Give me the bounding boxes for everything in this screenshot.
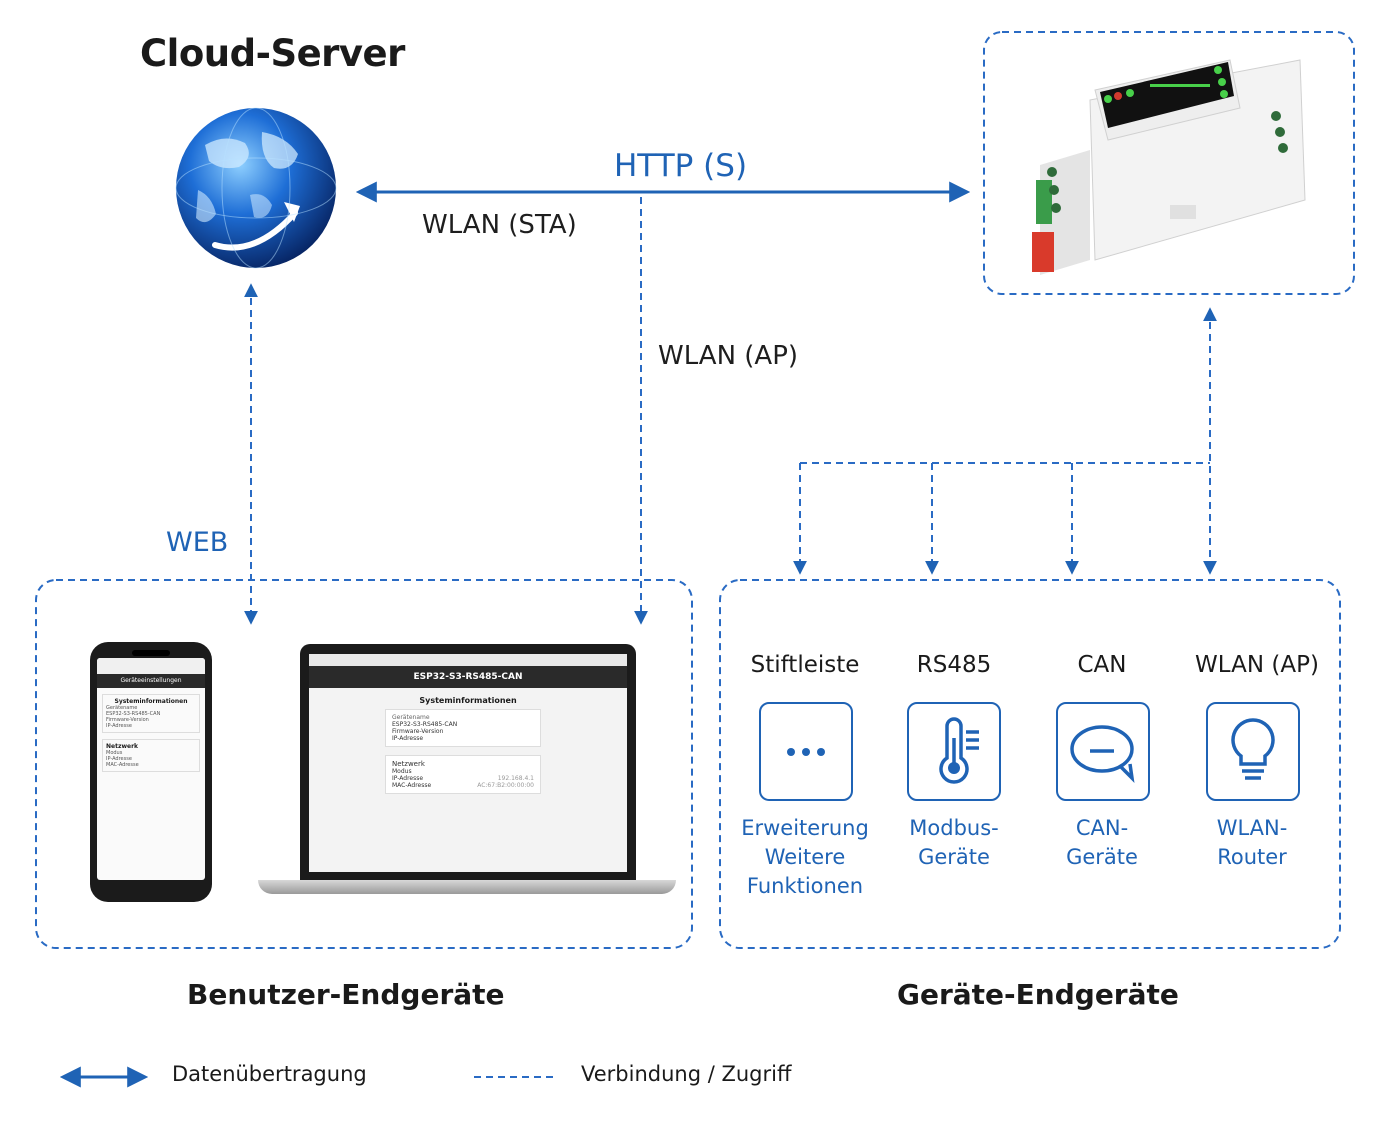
laptop-base <box>258 880 676 894</box>
laptop-row-key: MAC-Adresse <box>392 782 432 789</box>
device-sub-rs485: Modbus- Geräte <box>874 814 1034 872</box>
device-sub-can: CAN- Geräte <box>1022 814 1182 872</box>
laptop-page-title: ESP32-S3-RS485-CAN <box>309 666 627 688</box>
device-label-rs485: RS485 <box>916 652 992 678</box>
wlan-ap-label: WLAN (AP) <box>658 341 799 371</box>
phone-row: IP-Adresse <box>106 756 132 762</box>
device-sub-line: Funktionen <box>746 874 864 898</box>
more-dots-icon <box>759 702 853 801</box>
cloud-server-title: Cloud-Server <box>140 32 405 75</box>
device-sub-line: Geräte <box>1066 845 1138 869</box>
laptop-section2: Netzwerk <box>392 760 425 768</box>
device-label-stiftleiste: Stiftleiste <box>750 652 860 678</box>
device-sub-line: WLAN- <box>1216 816 1288 840</box>
laptop-row-value: AC:67:B2:00:00:00 <box>477 782 534 789</box>
laptop: ESP32-S3-RS485-CAN Systeminformationen G… <box>300 644 636 880</box>
device-sub-line: Erweiterung <box>741 816 869 840</box>
smartphone: Geräteeinstellungen Systeminformationen … <box>90 642 212 902</box>
device-image-box <box>983 31 1355 295</box>
laptop-row-key: IP-Adresse <box>392 775 424 782</box>
phone-row: MAC-Adresse <box>106 762 139 768</box>
laptop-row: Modus <box>392 768 412 775</box>
device-label-wlan-ap: WLAN (AP) <box>1195 652 1319 678</box>
phone-row: Gerätename <box>106 705 138 711</box>
device-sub-line: Weitere <box>764 845 846 869</box>
legend-solid-label: Datenübertragung <box>172 1062 367 1086</box>
device-group-title: Geräte-Endgeräte <box>897 978 1179 1011</box>
laptop-row: Gerätename <box>392 714 430 721</box>
device-group-box <box>719 579 1341 949</box>
laptop-row-value: 192.168.4.1 <box>497 775 534 782</box>
device-sub-line: CAN- <box>1075 816 1129 840</box>
web-label: WEB <box>166 527 229 558</box>
phone-row: Modus <box>106 750 123 756</box>
phone-header: Geräteeinstellungen <box>97 674 205 688</box>
phone-section1: Systeminformationen <box>114 698 188 705</box>
wlan-sta-label: WLAN (STA) <box>422 210 577 240</box>
http-label: HTTP (S) <box>614 148 748 184</box>
device-sub-stiftleiste: Erweiterung Weitere Funktionen <box>725 814 885 901</box>
laptop-section-title: Systeminformationen <box>419 696 517 705</box>
laptop-row: Firmware-Version <box>392 728 444 735</box>
user-group-title: Benutzer-Endgeräte <box>187 978 505 1011</box>
user-group-box <box>35 579 693 949</box>
laptop-row: IP-Adresse <box>392 735 424 742</box>
laptop-row: ESP32-S3-RS485-CAN <box>392 721 458 728</box>
device-sub-line: Modbus- <box>909 816 999 840</box>
device-sub-wlan: WLAN- Router <box>1172 814 1332 872</box>
device-sub-line: Router <box>1217 845 1287 869</box>
lightbulb-icon <box>1206 702 1300 801</box>
phone-section2: Netzwerk <box>106 743 139 750</box>
phone-row: Firmware-Version <box>106 717 149 723</box>
legend-dashed-label: Verbindung / Zugriff <box>581 1062 792 1086</box>
device-label-can: CAN <box>1077 652 1127 678</box>
thermometer-icon <box>907 702 1001 801</box>
phone-row: ESP32-S3-RS485-CAN <box>106 711 161 717</box>
chat-bubble-icon <box>1056 702 1150 801</box>
device-sub-line: Geräte <box>918 845 990 869</box>
phone-row: IP-Adresse <box>106 723 132 729</box>
